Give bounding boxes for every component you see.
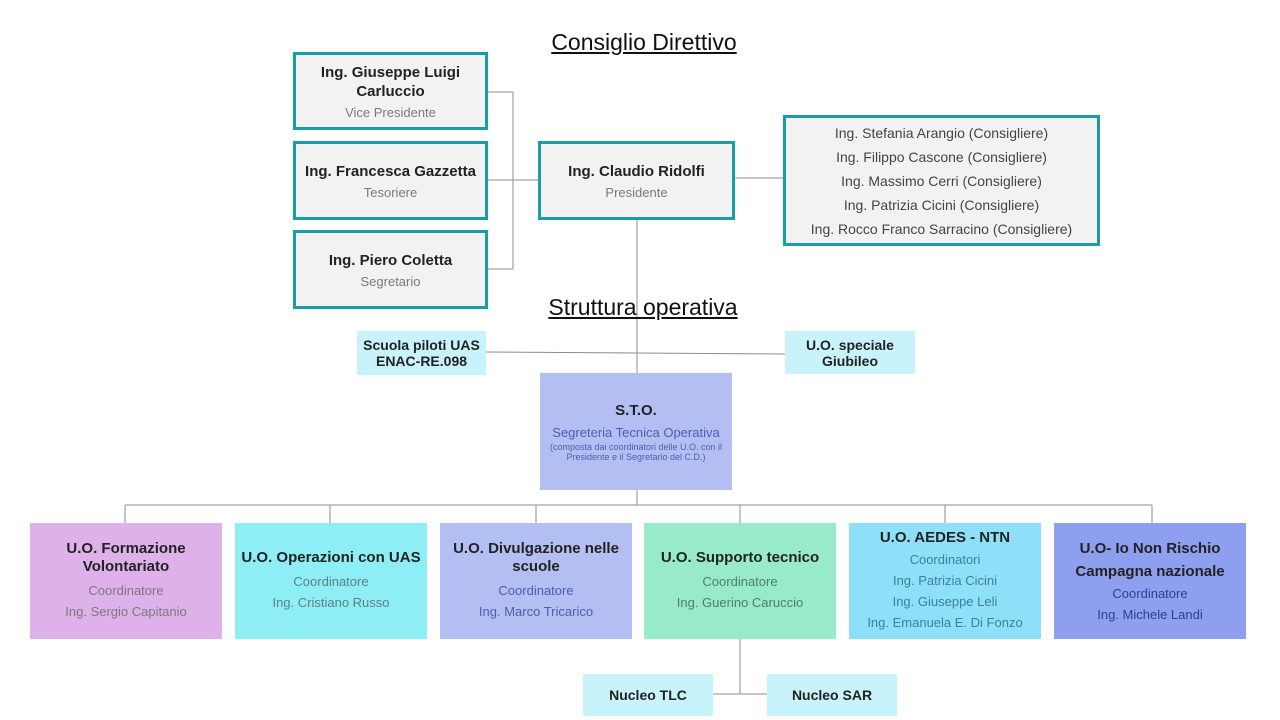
unit-inr-role: Coordinatore <box>1112 586 1188 601</box>
jubilee-unit-line2: Giubileo <box>822 352 878 369</box>
sto-box: S.T.O. Segreteria Tecnica Operativa (com… <box>540 373 732 490</box>
unit-schools-box: U.O. Divulgazione nelle scuole Coordinat… <box>440 523 632 639</box>
treasurer-name: Ing. Francesca Gazzetta <box>305 162 476 180</box>
treasurer-role: Tesoriere <box>363 184 418 200</box>
secretary-box: Ing. Piero Coletta Segretario <box>293 230 488 309</box>
jubilee-unit-line1: U.O. speciale <box>806 336 894 353</box>
councillor-3: Ing. Massimo Cerri (Consigliere) <box>841 172 1042 189</box>
nucleus-tlc-box: Nucleo TLC <box>583 674 713 716</box>
unit-support-name: U.O. Supporto tecnico <box>660 549 820 566</box>
operational-title: Struttura operativa <box>548 294 738 320</box>
unit-uas-box: U.O. Operazioni con UAS Coordinatore Ing… <box>235 523 427 639</box>
unit-support-box: U.O. Supporto tecnico Coordinatore Ing. … <box>644 523 836 639</box>
sto-title: S.T.O. <box>615 401 657 419</box>
jubilee-unit-box: U.O. speciale Giubileo <box>785 331 915 374</box>
nucleus-tlc-label: Nucleo TLC <box>609 687 687 703</box>
unit-schools-person: Ing. Marco Tricarico <box>478 604 594 619</box>
councillor-5: Ing. Rocco Franco Sarracino (Consigliere… <box>810 220 1073 237</box>
councillors-box: Ing. Stefania Arangio (Consigliere) Ing.… <box>783 115 1100 246</box>
pilot-school-line2: ENAC-RE.098 <box>375 353 468 369</box>
unit-inr-box: U.O- Io Non Rischio Campagna nazionale C… <box>1054 523 1246 639</box>
councillor-2: Ing. Filippo Cascone (Consigliere) <box>836 148 1047 165</box>
unit-support-person: Ing. Guerino Caruccio <box>676 595 804 610</box>
pilot-school-box: Scuola piloti UAS ENAC-RE.098 <box>357 331 486 375</box>
unit-training-name: U.O. Formazione Volontariato <box>66 540 186 575</box>
secretary-name: Ing. Piero Coletta <box>328 251 453 269</box>
sto-note: (composta dai coordinatori delle U.O. co… <box>549 441 723 462</box>
unit-training-role: Coordinatore <box>88 583 164 598</box>
vice-president-box: Ing. Giuseppe Luigi Carluccio Vice Presi… <box>293 52 488 130</box>
unit-aedes-person-1: Ing. Patrizia Cicini <box>892 573 998 588</box>
councillor-4: Ing. Patrizia Cicini (Consigliere) <box>843 196 1040 213</box>
unit-aedes-name: U.O. AEDES - NTN <box>879 529 1011 546</box>
unit-aedes-box: U.O. AEDES - NTN Coordinatori Ing. Patri… <box>849 523 1041 639</box>
unit-uas-person: Ing. Cristiano Russo <box>272 595 390 610</box>
unit-schools-name: U.O. Divulgazione nelle scuole <box>453 540 619 575</box>
unit-aedes-role: Coordinatori <box>909 552 981 567</box>
unit-inr-person: Ing. Michele Landi <box>1097 607 1203 622</box>
unit-uas-role: Coordinatore <box>293 574 369 589</box>
unit-aedes-person-3: Ing. Emanuela E. Di Fonzo <box>867 615 1023 630</box>
councillor-1: Ing. Stefania Arangio (Consigliere) <box>834 124 1049 141</box>
president-box: Ing. Claudio Ridolfi Presidente <box>538 141 735 220</box>
sto-subtitle: Segreteria Tecnica Operativa <box>552 424 720 440</box>
unit-training-box: U.O. Formazione Volontariato Coordinator… <box>30 523 222 639</box>
unit-aedes-person-2: Ing. Giuseppe Leli <box>892 594 998 609</box>
president-name: Ing. Claudio Ridolfi <box>568 162 705 180</box>
treasurer-box: Ing. Francesca Gazzetta Tesoriere <box>293 141 488 220</box>
nucleus-sar-label: Nucleo SAR <box>791 687 873 703</box>
unit-schools-role: Coordinatore <box>498 583 574 598</box>
unit-support-role: Coordinatore <box>702 574 778 589</box>
unit-inr-name: U.O- Io Non Rischio Campagna nazionale <box>1075 540 1225 580</box>
vice-president-name: Ing. Giuseppe Luigi Carluccio <box>320 63 461 100</box>
secretary-role: Segretario <box>360 273 421 289</box>
vice-president-role: Vice Presidente <box>345 104 436 120</box>
president-role: Presidente <box>605 184 668 200</box>
unit-uas-name: U.O. Operazioni con UAS <box>241 549 421 566</box>
board-title: Consiglio Direttivo <box>551 29 737 55</box>
pilot-school-line1: Scuola piloti UAS <box>363 337 480 353</box>
unit-training-person: Ing. Sergio Capitanio <box>65 604 187 619</box>
nucleus-sar-box: Nucleo SAR <box>767 674 897 716</box>
